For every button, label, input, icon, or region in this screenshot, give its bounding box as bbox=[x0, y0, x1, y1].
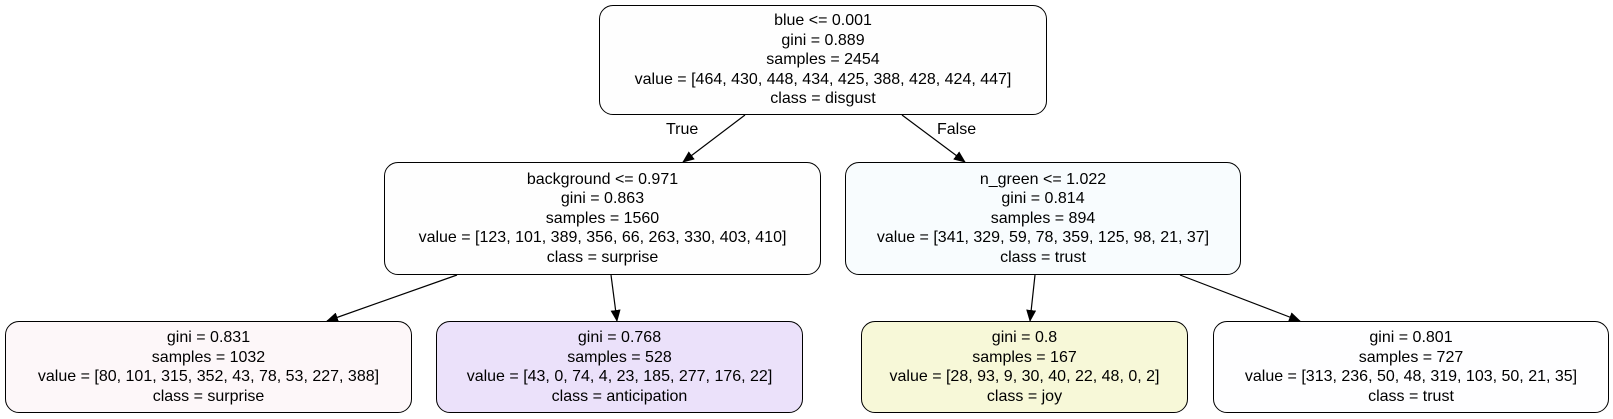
node-class: class = disgust bbox=[770, 90, 876, 108]
edge-label-true: True bbox=[666, 121, 699, 138]
node-gini: gini = 0.831 bbox=[166, 329, 251, 346]
node-value: value = [341, 329, 59, 78, 359, 125, 98,… bbox=[876, 229, 1210, 247]
node-split-condition: blue <= 0.001 bbox=[774, 12, 872, 30]
edge-label-false: False bbox=[937, 121, 977, 138]
node-gini: gini = 0.8 bbox=[991, 329, 1058, 346]
node-samples: samples = 528 bbox=[567, 348, 672, 366]
node-gini: gini = 0.889 bbox=[781, 31, 865, 49]
edge-right-rr bbox=[1179, 274, 1301, 322]
node-split-condition: n_green <= 1.022 bbox=[979, 170, 1107, 188]
node-samples: samples = 2454 bbox=[766, 51, 880, 69]
node-leaf-rr: gini = 0.801 samples = 727 value = [313,… bbox=[1213, 321, 1609, 413]
node-samples: samples = 727 bbox=[1358, 348, 1464, 366]
node-leaf-rl: gini = 0.8 samples = 167 value = [28, 93… bbox=[861, 321, 1188, 413]
node-value: value = [123, 101, 389, 356, 66, 263, 33… bbox=[418, 229, 787, 247]
node-value: value = [313, 236, 50, 48, 319, 103, 50,… bbox=[1244, 368, 1578, 385]
node-root: blue <= 0.001 gini = 0.889 samples = 245… bbox=[599, 5, 1047, 115]
node-leaf-ll: gini = 0.831 samples = 1032 value = [80,… bbox=[5, 321, 412, 413]
node-class: class = surprise bbox=[152, 387, 265, 405]
edge-right-rl bbox=[1026, 274, 1037, 322]
node-class: class = surprise bbox=[546, 248, 659, 266]
node-value: value = [28, 93, 9, 30, 40, 22, 48, 0, 2… bbox=[889, 368, 1160, 385]
node-gini: gini = 0.814 bbox=[1001, 190, 1085, 208]
node-value: value = [43, 0, 74, 4, 23, 185, 277, 176… bbox=[466, 368, 773, 385]
node-samples: samples = 167 bbox=[972, 348, 1077, 366]
node-class: class = joy bbox=[986, 387, 1063, 405]
node-samples: samples = 1560 bbox=[545, 209, 660, 227]
edge-root-left bbox=[682, 114, 746, 163]
edge-left-ll bbox=[326, 274, 458, 323]
node-gini: gini = 0.768 bbox=[577, 329, 662, 346]
node-gini: gini = 0.863 bbox=[560, 190, 645, 208]
node-value: value = [464, 430, 448, 434, 425, 388, 4… bbox=[634, 70, 1012, 88]
node-split-condition: background <= 0.971 bbox=[526, 170, 679, 188]
node-right: n_green <= 1.022 gini = 0.814 samples = … bbox=[845, 162, 1241, 275]
node-value: value = [80, 101, 315, 352, 43, 78, 53, … bbox=[37, 368, 380, 385]
node-samples: samples = 1032 bbox=[151, 348, 266, 366]
edge-root-right bbox=[901, 114, 966, 163]
node-left: background <= 0.971 gini = 0.863 samples… bbox=[384, 162, 821, 275]
node-samples: samples = 894 bbox=[990, 209, 1096, 227]
node-class: class = trust bbox=[1368, 387, 1454, 405]
node-class: class = anticipation bbox=[551, 387, 688, 405]
node-class: class = trust bbox=[1000, 248, 1086, 266]
node-leaf-lr: gini = 0.768 samples = 528 value = [43, … bbox=[436, 321, 803, 413]
node-gini: gini = 0.801 bbox=[1369, 329, 1453, 346]
edge-left-lr bbox=[610, 274, 621, 322]
